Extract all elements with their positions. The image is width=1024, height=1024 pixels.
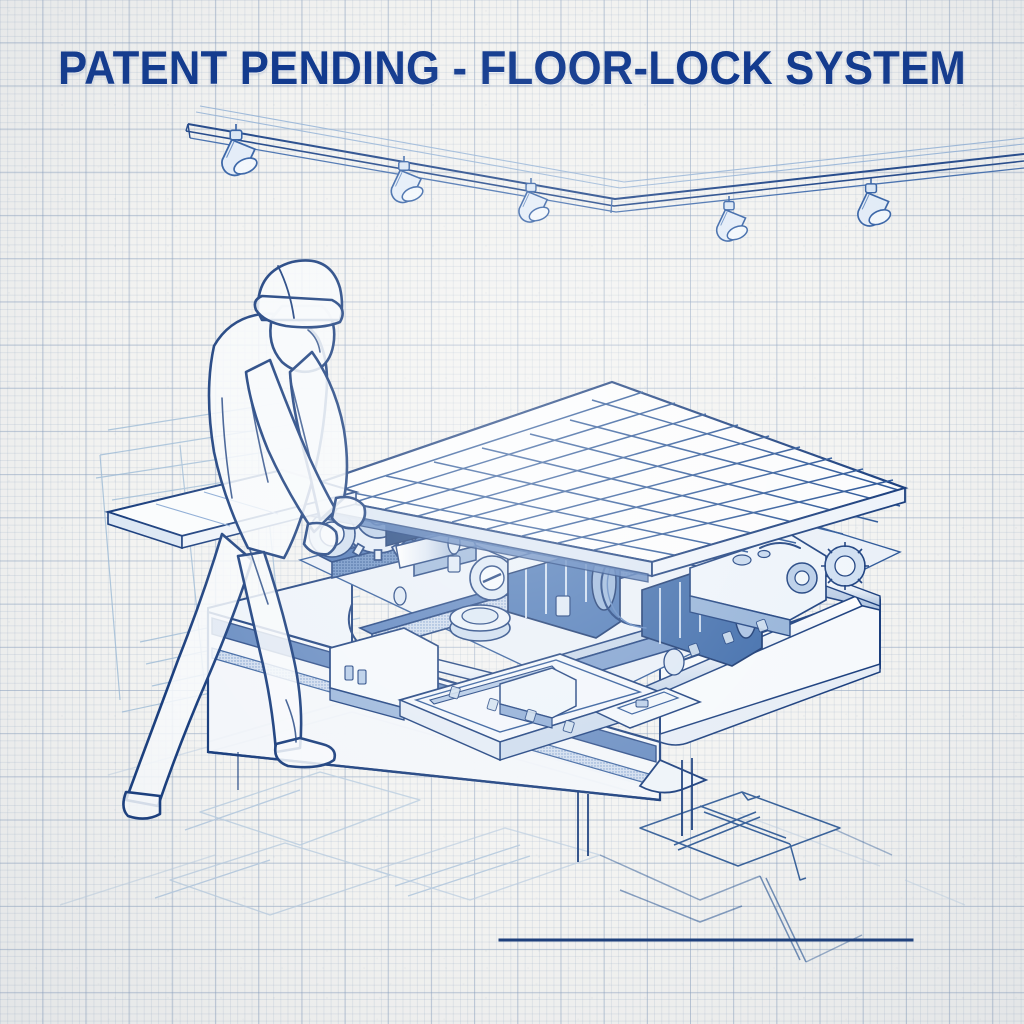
control-box-left (329, 627, 439, 721)
ghost-partition-plan (599, 791, 893, 963)
worker-hat-brim (253, 294, 344, 329)
spotlight-1 (221, 123, 261, 179)
rail-index-marks (448, 618, 769, 734)
worker-boot-front (273, 736, 337, 769)
chassis-right-rounded-edge (659, 662, 881, 746)
lighting-rail (185, 123, 1024, 214)
raised-floor-panel (287, 380, 909, 583)
corner-gear-right (821, 542, 869, 590)
track-lighting-assembly (185, 105, 1024, 244)
corner-gear-right-2 (786, 562, 818, 594)
small-fittings (393, 555, 685, 676)
worker-figure (122, 259, 367, 820)
lighting-rail-ghost (195, 105, 1024, 189)
detail-plate-right (594, 687, 703, 729)
worker-hand-near (302, 521, 339, 556)
worker-hand-far (330, 495, 367, 530)
floor-deck-edge-right (651, 486, 906, 578)
spotlight-4 (715, 195, 751, 244)
hydraulic-puck (449, 604, 511, 642)
chassis-front-nose (638, 758, 709, 794)
worker-boot-back (122, 790, 162, 820)
spotlight-3 (518, 177, 552, 225)
page-title: PATENT PENDING - FLOOR-LOCK SYSTEM (57, 41, 967, 94)
spotlight-2 (390, 155, 426, 205)
chassis-support-legs (237, 752, 693, 862)
